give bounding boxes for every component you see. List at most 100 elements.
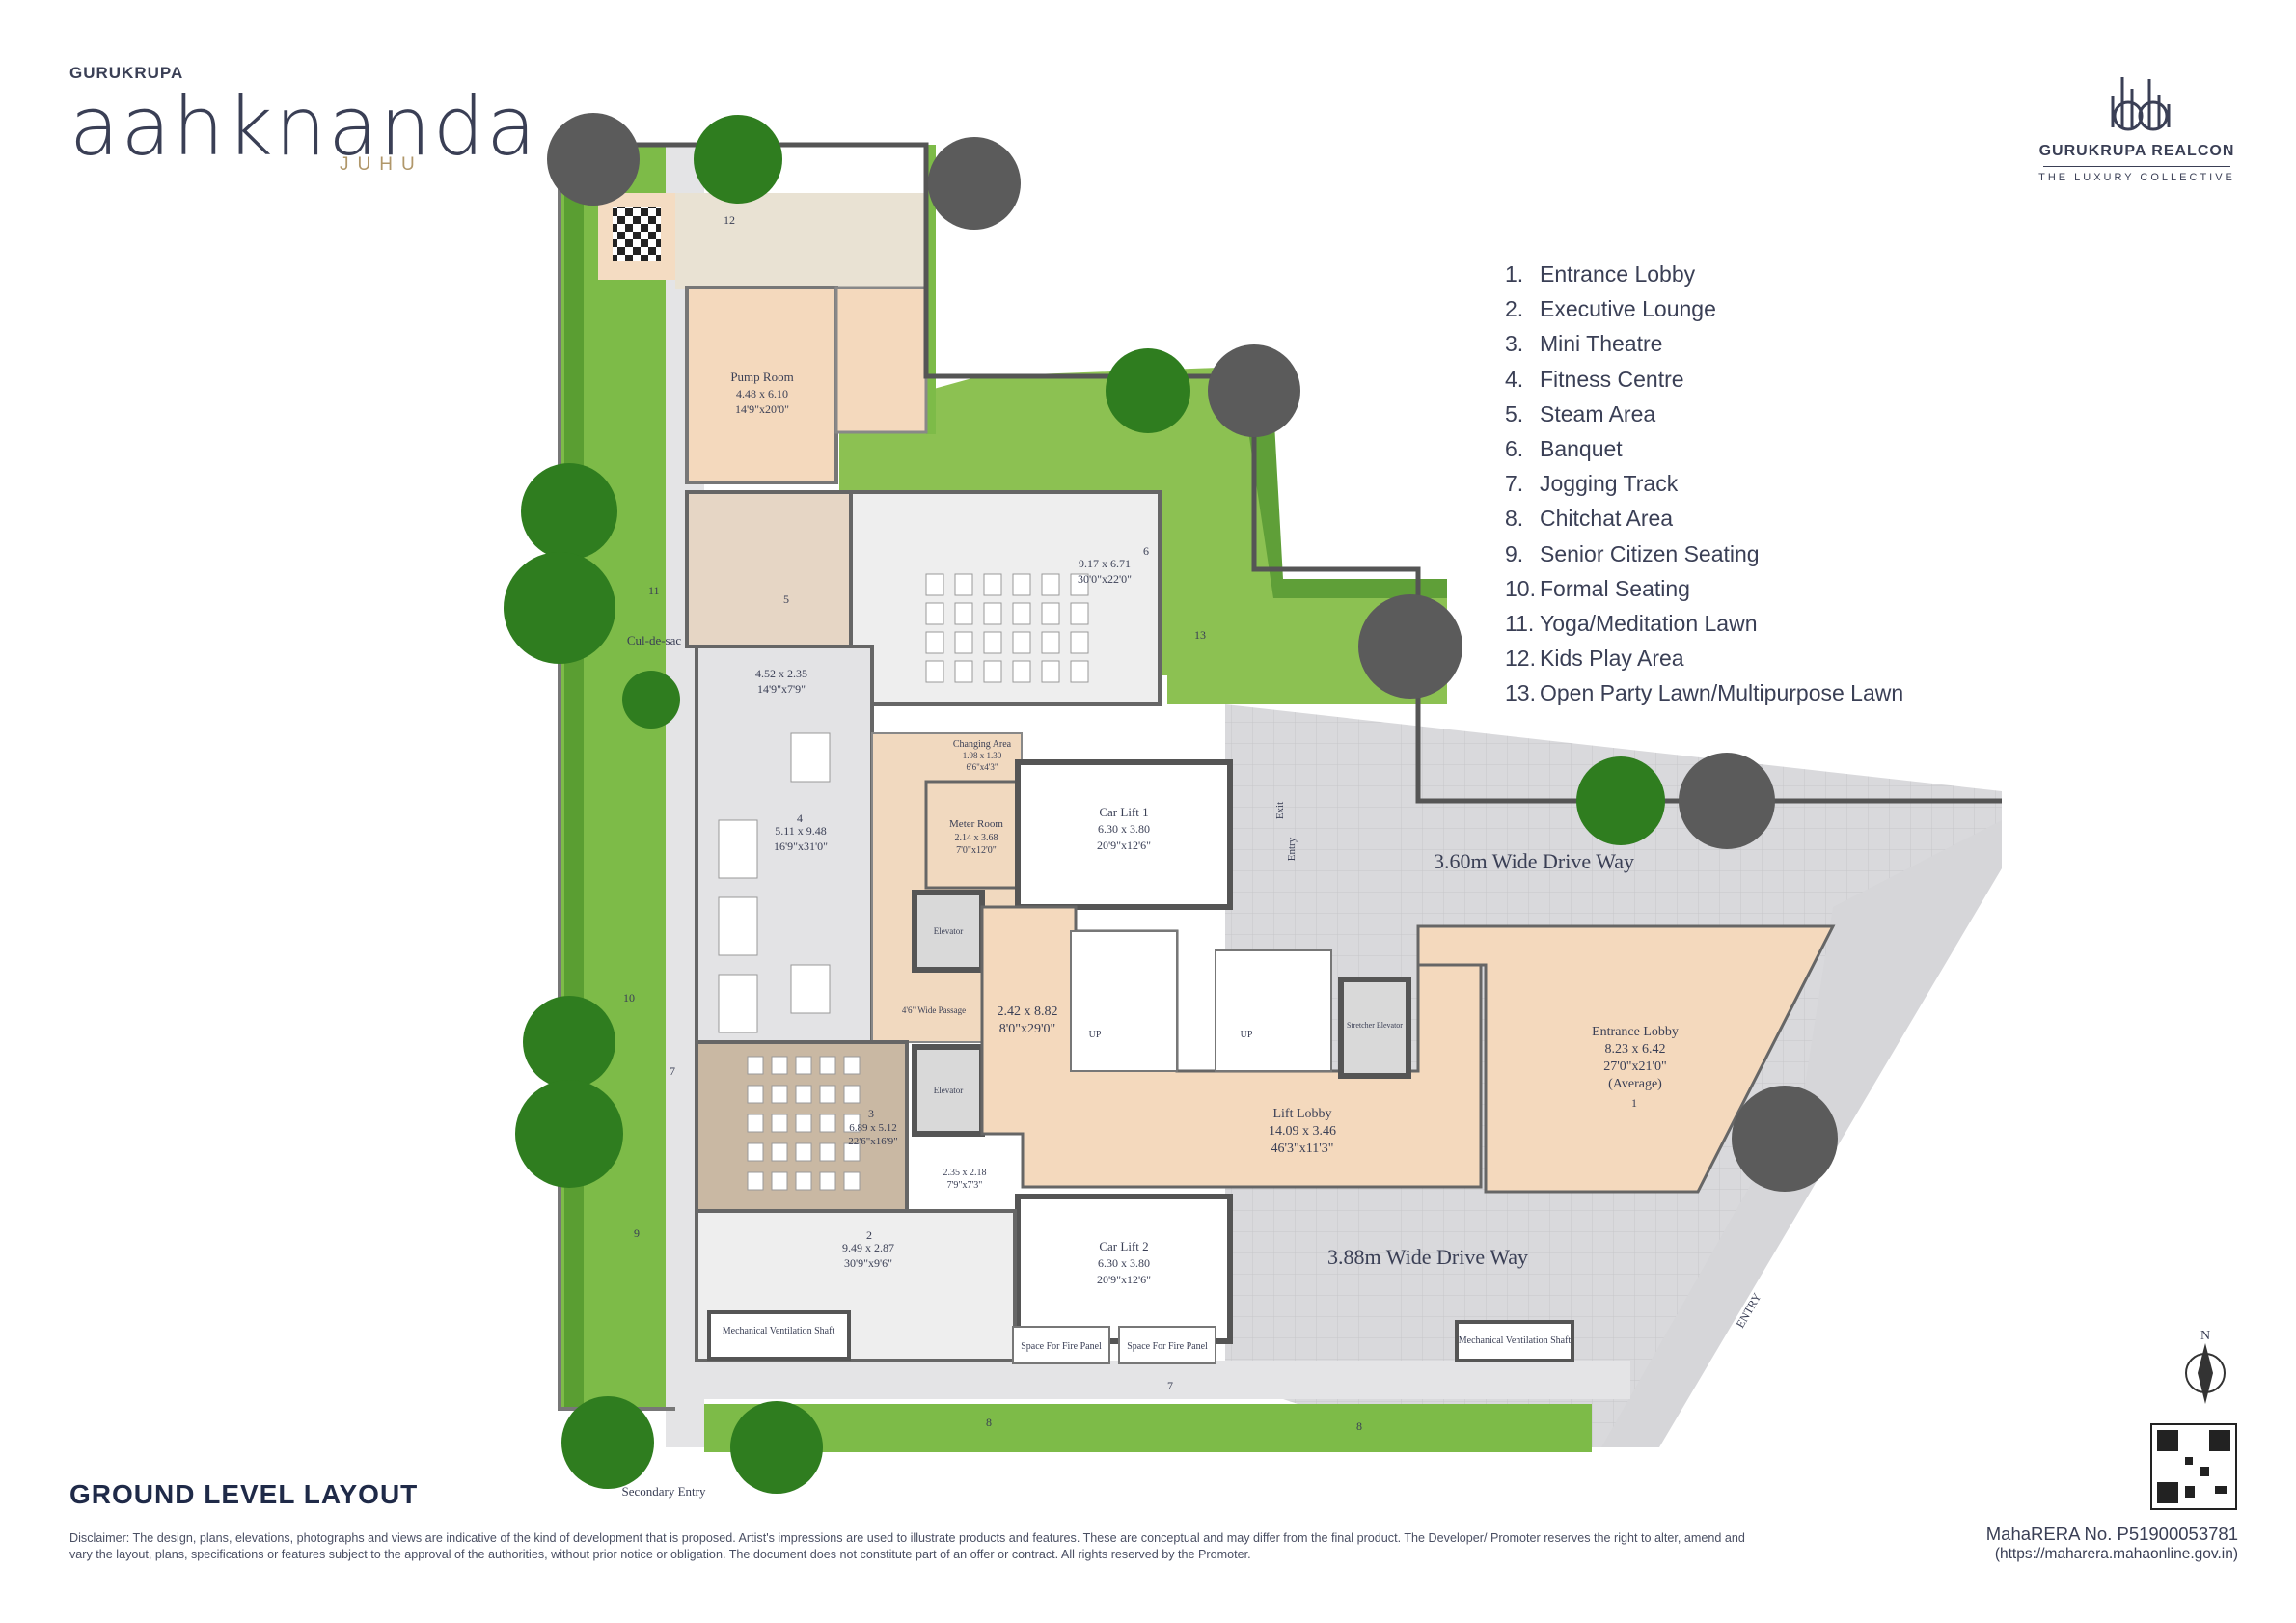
car-lift-2-size: 6.30 x 3.80 bbox=[1098, 1256, 1150, 1270]
car-lift-2 bbox=[1015, 1194, 1233, 1344]
fitness-size-ft: 16'9"x31'0" bbox=[774, 839, 828, 853]
car-lift-2-size-ft: 20'9"x12'6" bbox=[1097, 1273, 1151, 1286]
small-room-size-ft: 7'9"x7'3" bbox=[947, 1180, 983, 1191]
banquet-size-ft: 30'0"x22'0" bbox=[1078, 572, 1132, 586]
cul-de-sac-label: Cul-de-sac bbox=[627, 633, 682, 647]
legend-item: 2.Executive Lounge bbox=[1505, 296, 1716, 322]
mech-shaft-east-label: Mechanical Ventilation Shaft bbox=[1459, 1335, 1572, 1346]
stairs-2 bbox=[1215, 949, 1332, 1072]
svg-text:8: 8 bbox=[1356, 1419, 1362, 1433]
driveway-2-label: 3.88m Wide Drive Way bbox=[1327, 1245, 1528, 1269]
fire-panel-2 bbox=[1118, 1326, 1216, 1364]
entrance-lobby-label: Entrance Lobby bbox=[1592, 1025, 1679, 1039]
fitness-top-size-ft: 14'9"x7'9" bbox=[757, 682, 806, 696]
entrance-lobby-size: 8.23 x 6.42 bbox=[1605, 1042, 1666, 1057]
meter-room-size-ft: 7'0"x12'0" bbox=[956, 845, 997, 856]
legend-item: 6.Banquet bbox=[1505, 435, 1623, 461]
car-lift-1-size-ft: 20'9"x12'6" bbox=[1097, 839, 1151, 852]
stairs-2-up: UP bbox=[1241, 1030, 1253, 1040]
entrance-lobby bbox=[1416, 924, 1836, 1194]
project-location: JUHU bbox=[340, 154, 424, 175]
west-lawn-strip bbox=[564, 145, 584, 1409]
legend-item: 5.Steam Area bbox=[1505, 400, 1656, 426]
banquet-size: 9.17 x 6.71 bbox=[1079, 557, 1131, 570]
passage-size-ft: 8'0"x29'0" bbox=[999, 1022, 1055, 1036]
north-lawn bbox=[926, 145, 936, 434]
meter-room-label: Meter Room bbox=[949, 818, 1003, 830]
boundary-wall bbox=[560, 142, 2002, 804]
legend-item: 10.Formal Seating bbox=[1505, 575, 1690, 601]
north-terrace bbox=[675, 193, 926, 289]
developer-tagline: THE LUXURY COLLECTIVE bbox=[2038, 172, 2235, 183]
legend-item: 12.Kids Play Area bbox=[1505, 646, 1684, 672]
pump-room-size: 4.48 x 6.10 bbox=[736, 387, 788, 400]
svg-text:7: 7 bbox=[670, 1064, 675, 1078]
lift-lobby-label: Lift Lobby bbox=[1272, 1107, 1331, 1121]
entry-small-label: Entry bbox=[1286, 837, 1298, 861]
svg-text:12: 12 bbox=[724, 213, 735, 227]
legend-item: 11.Yoga/Meditation Lawn bbox=[1505, 610, 1758, 636]
legend-item: 3.Mini Theatre bbox=[1505, 331, 1663, 357]
developer-logo-icon bbox=[2111, 77, 2171, 131]
elevator-2-label: Elevator bbox=[934, 1086, 964, 1095]
fire-panel-1-label: Space For Fire Panel bbox=[1021, 1341, 1102, 1352]
car-lift-1 bbox=[1015, 759, 1233, 910]
svg-text:5: 5 bbox=[783, 592, 789, 606]
qr-code-icon bbox=[2150, 1423, 2237, 1510]
fitness-size: 5.11 x 9.48 bbox=[775, 824, 827, 838]
developer-name: GURUKRUPA REALCON bbox=[2038, 143, 2235, 159]
meter-room-size: 2.14 x 3.68 bbox=[955, 833, 998, 843]
project-logo: aahknanda bbox=[69, 79, 538, 174]
steam-area bbox=[685, 490, 853, 648]
elevator-1-label: Elevator bbox=[934, 926, 964, 936]
lift-lobby-size: 14.09 x 3.46 bbox=[1269, 1124, 1336, 1139]
legend-item: 4.Fitness Centre bbox=[1505, 366, 1684, 392]
lounge-size-ft: 30'9"x9'6" bbox=[844, 1256, 892, 1270]
changing-size-ft: 6'6"x4'3" bbox=[966, 762, 998, 772]
stairs-1 bbox=[1070, 930, 1178, 1072]
disclaimer-text: Disclaimer: The design, plans, elevation… bbox=[69, 1531, 1745, 1561]
developer-divider bbox=[2043, 166, 2230, 167]
lift-lobby-size-ft: 46'3"x11'3" bbox=[1271, 1142, 1334, 1156]
stretcher-elevator-label: Stretcher Elevator bbox=[1347, 1021, 1403, 1030]
gym-equipment bbox=[718, 732, 831, 1033]
svg-text:9: 9 bbox=[634, 1226, 640, 1240]
pump-room-label: Pump Room bbox=[730, 370, 793, 384]
passage-label: 4'6" Wide Passage bbox=[902, 1005, 966, 1015]
mech-shaft-west bbox=[707, 1310, 851, 1361]
legend-item: 7.Jogging Track bbox=[1505, 471, 1679, 497]
layout-title: GROUND LEVEL LAYOUT bbox=[69, 1479, 419, 1509]
svg-text:6: 6 bbox=[1143, 544, 1149, 558]
driveway-1-label: 3.60m Wide Drive Way bbox=[1434, 849, 1634, 873]
fire-panel-1 bbox=[1012, 1326, 1110, 1364]
secondary-entry-label: Secondary Entry bbox=[621, 1484, 706, 1499]
svg-text:1: 1 bbox=[1631, 1096, 1637, 1110]
svg-text:10: 10 bbox=[623, 991, 635, 1004]
kids-play-checker bbox=[613, 207, 661, 261]
car-lift-1-size: 6.30 x 3.80 bbox=[1098, 822, 1150, 836]
theatre-size-ft: 22'6"x16'9" bbox=[848, 1136, 897, 1147]
meter-room bbox=[924, 780, 1025, 890]
svg-text:4: 4 bbox=[797, 812, 803, 825]
car-lift-1-label: Car Lift 1 bbox=[1099, 805, 1148, 819]
amenity-legend: 1.Entrance Lobby 2.Executive Lounge 3.Mi… bbox=[1505, 257, 1903, 710]
mech-shaft-east bbox=[1455, 1320, 1574, 1362]
fitness-top-size: 4.52 x 2.35 bbox=[755, 667, 807, 680]
amenity-markers: 12 6 13 11 5 4 10 7 3 2 1 9 8 8 7 bbox=[623, 213, 1637, 1433]
pump-room bbox=[685, 286, 838, 484]
stairs-1-up: UP bbox=[1089, 1030, 1102, 1040]
legend-item: 8.Chitchat Area bbox=[1505, 506, 1674, 532]
lounge-size: 9.49 x 2.87 bbox=[842, 1241, 894, 1254]
theatre-seats bbox=[747, 1056, 861, 1191]
theatre-size: 6.89 x 5.12 bbox=[849, 1122, 897, 1134]
mech-shaft-west-label: Mechanical Ventilation Shaft bbox=[723, 1326, 835, 1336]
elevator-2 bbox=[912, 1044, 985, 1137]
svg-text:8: 8 bbox=[986, 1416, 992, 1429]
changing-label: Changing Area bbox=[953, 739, 1012, 750]
svg-text:2: 2 bbox=[866, 1228, 872, 1242]
north-rooms bbox=[834, 286, 928, 434]
brand-group: GURUKRUPA bbox=[69, 64, 184, 82]
small-room-size: 2.35 x 2.18 bbox=[943, 1168, 987, 1178]
banquet-hall bbox=[849, 490, 1162, 706]
